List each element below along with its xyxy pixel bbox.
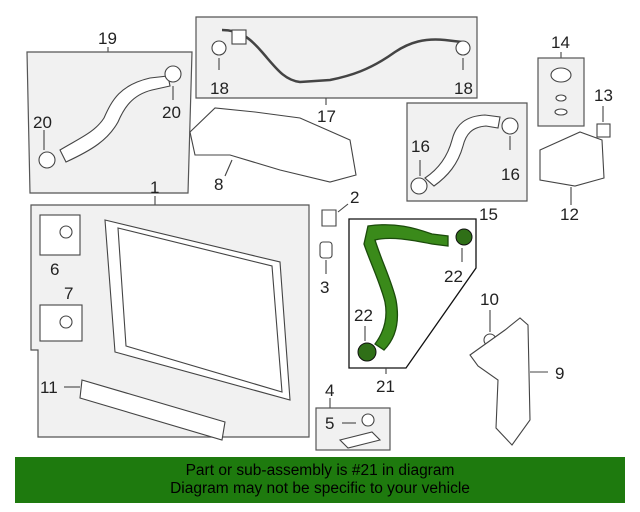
radiator — [104, 219, 291, 401]
callout-19: 19 — [98, 29, 117, 48]
callout-18: 18 — [454, 79, 473, 98]
callout-7: 7 — [64, 284, 73, 303]
callout-12: 12 — [560, 205, 579, 224]
group-15-box — [406, 102, 528, 202]
callout-22: 22 — [354, 306, 373, 325]
group-21-box — [348, 218, 477, 374]
callout-20: 20 — [162, 103, 181, 122]
hose-clamp-icon — [501, 117, 519, 135]
callout-4: 4 — [325, 381, 334, 400]
hose-clamp-icon — [455, 228, 473, 246]
callout-9: 9 — [555, 364, 564, 383]
outlet-hose — [424, 114, 501, 187]
lower-seal-strip — [79, 379, 226, 441]
info-banner: Part or sub-assembly is #21 in diagram D… — [15, 457, 625, 503]
group-19-box — [26, 47, 193, 194]
callout-3: 3 — [320, 278, 329, 297]
banner-line-2: Diagram may not be specific to your vehi… — [170, 480, 470, 497]
hose-clamp-icon — [455, 40, 471, 56]
group-4-box — [315, 398, 391, 451]
callout-13: 13 — [594, 86, 613, 105]
coolant-reservoir — [539, 131, 605, 187]
callout-17: 17 — [317, 107, 336, 126]
hose-clamp-icon — [410, 177, 428, 195]
callout-15: 15 — [479, 205, 498, 224]
callout-16: 16 — [501, 165, 520, 184]
hose-clamp-icon — [38, 151, 56, 169]
callout-21: 21 — [376, 377, 395, 396]
reservoir-cap-icon — [550, 67, 572, 83]
air-baffle — [189, 107, 357, 183]
callout-18: 18 — [210, 79, 229, 98]
drain-plug-icon — [59, 225, 73, 239]
group-1-box — [30, 196, 310, 438]
callout-10: 10 — [480, 290, 499, 309]
radiator-inlet-hose — [59, 75, 171, 163]
callout-1: 1 — [150, 178, 159, 197]
group-17-box — [195, 16, 478, 105]
sensor-icon — [596, 123, 611, 138]
radiator-outlet-hose-highlight — [363, 224, 449, 351]
hose-clamp-icon — [357, 342, 377, 362]
callout-22: 22 — [444, 267, 463, 286]
callout-20: 20 — [33, 113, 52, 132]
callout-11: 11 — [40, 378, 58, 397]
banner-line-1: Part or sub-assembly is #21 in diagram — [185, 462, 455, 479]
group-14-box — [537, 52, 585, 127]
hose-clamp-icon — [164, 65, 182, 83]
callout-2: 2 — [350, 188, 359, 207]
air-deflector — [469, 317, 531, 446]
callout-8: 8 — [214, 175, 223, 194]
hose-clamp-icon — [211, 40, 227, 56]
callout-16: 16 — [411, 137, 430, 156]
bracket-icon — [321, 209, 337, 227]
callout-5: 5 — [325, 414, 334, 433]
fitting-icon — [59, 315, 73, 329]
push-pin-icon — [361, 413, 375, 427]
callout-14: 14 — [551, 33, 570, 52]
insulator-icon — [319, 241, 333, 259]
callout-6: 6 — [50, 260, 59, 279]
